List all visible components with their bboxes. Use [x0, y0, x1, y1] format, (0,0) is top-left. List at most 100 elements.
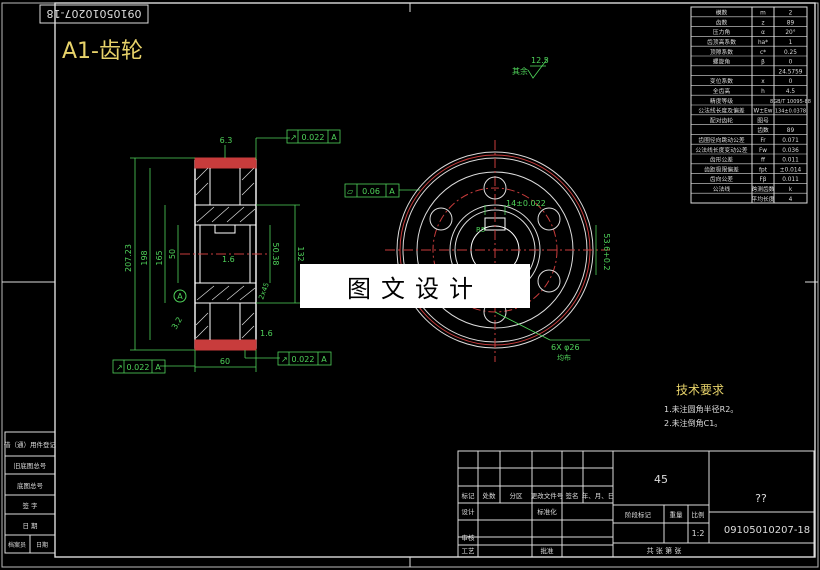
approve-label: 批准 — [541, 546, 555, 555]
param-cell: 全齿高 — [713, 87, 731, 95]
rev-header-1: 处数 — [483, 491, 497, 500]
param-cell: 齿向公差 — [710, 175, 733, 183]
keyway-depth: 53.6+0.2 — [602, 233, 611, 270]
tol-top-ref: A — [331, 133, 337, 142]
param-cell: 0.011 — [782, 158, 799, 164]
param-cell: 0 — [789, 79, 793, 85]
tolerance-frame-top — [286, 129, 341, 144]
param-cell: 螺旋角 — [713, 58, 731, 66]
param-cell: ff — [761, 158, 766, 164]
tech-req-item-1: 1.未注圆角半径R2。 — [664, 404, 738, 414]
param-cell: Fw — [759, 148, 767, 154]
param-cell: k — [789, 187, 793, 193]
param-cell: ±0.014 — [780, 167, 802, 173]
tol-parallel-value: 0.06 — [362, 187, 380, 196]
side-row-0: 借（通）用件登记 — [4, 440, 57, 449]
material: 45 — [654, 473, 668, 486]
tech-req-item-2: 2.未注倒角C1。 — [664, 418, 722, 428]
scale: 1:2 — [692, 529, 705, 538]
param-cell: 134±0.0378 — [775, 109, 806, 115]
datum-label: A — [177, 292, 183, 301]
dim-d5: 50.38 — [271, 243, 280, 266]
tol-bl-value: 0.022 — [127, 363, 150, 372]
holes-spec: 6X φ26 — [551, 343, 580, 352]
param-cell: W±Ew — [754, 109, 773, 115]
param-cell: 89 — [787, 20, 795, 26]
rev-header-3: 更改文件号 — [531, 491, 564, 500]
runout-symbol: ↗ — [281, 355, 288, 364]
roughness-bore: 1.6 — [222, 255, 235, 264]
tol-top-value: 0.022 — [302, 133, 325, 142]
param-cell: x — [761, 79, 765, 85]
roughness-other-label: 其余 — [512, 66, 528, 76]
roughness-face: 6.3 — [220, 136, 233, 145]
tol-br-ref: A — [321, 355, 327, 364]
param-cell: 跨测齿数 — [751, 185, 774, 193]
side-row-1: 旧底图总号 — [14, 461, 47, 470]
side-bottom-left: 档案员 — [8, 541, 26, 549]
param-cell: 89 — [787, 128, 795, 134]
standardization-label: 标准化 — [537, 507, 557, 516]
part-name: ?? — [755, 492, 767, 505]
title-block — [457, 450, 815, 558]
section-dimensions — [130, 137, 300, 372]
dim-d4: 50 — [168, 249, 177, 259]
datum-circle — [173, 289, 187, 303]
param-cell: 图号 — [757, 116, 769, 124]
param-cell: Fr — [760, 138, 766, 144]
rev-header-0: 标记 — [462, 491, 476, 500]
person-check: 审核 — [462, 533, 476, 542]
param-cell: m — [760, 11, 766, 17]
dim-r: R5 — [476, 226, 485, 234]
side-row-3: 签 字 — [22, 501, 38, 510]
param-cell: 顶隙系数 — [710, 48, 733, 56]
param-cell: 齿形公差 — [710, 156, 733, 164]
runout-symbol: ↗ — [116, 363, 123, 372]
person-design: 设计 — [462, 507, 476, 516]
param-cell: 配对齿轮 — [710, 116, 733, 124]
top-number-box — [39, 4, 149, 24]
param-cell: 20° — [785, 30, 795, 36]
stage-header-2: 比例 — [692, 510, 705, 519]
param-cell: α — [761, 30, 765, 36]
param-cell: 变位系数 — [710, 77, 733, 85]
stage-header-1: 重量 — [670, 511, 684, 519]
dim-width: 60 — [220, 357, 230, 366]
tol-bl-ref: A — [155, 363, 161, 372]
stage-header-0: 阶段标记 — [625, 510, 652, 519]
roughness-other-symbol — [527, 57, 549, 79]
param-cell: 压力角 — [713, 28, 731, 36]
param-cell: 4.5 — [786, 89, 796, 95]
param-cell: Fβ — [759, 177, 766, 183]
param-cell: 齿圈径向跳动公差 — [698, 136, 745, 144]
gear-front-view — [385, 140, 610, 362]
param-cell: 0 — [789, 60, 793, 66]
side-block — [4, 431, 56, 554]
param-extra-value: 24.5759 — [779, 69, 803, 75]
main-title: A1-齿轮 — [62, 39, 143, 64]
param-cell: z — [761, 20, 764, 26]
tolerance-frame-bottom-left — [112, 359, 166, 374]
param-cell: 公法线长度变动公差 — [695, 146, 747, 154]
dim-d3: 165 — [155, 250, 164, 265]
person-process: 工艺 — [462, 547, 476, 555]
rev-header-2: 分区 — [510, 491, 524, 500]
parallel-symbol: ⏥ — [347, 187, 354, 196]
runout-symbol: ↗ — [290, 133, 297, 142]
param-cell: 公法线 — [713, 185, 731, 193]
param-cell: 齿数 — [716, 18, 728, 26]
param-cell: 4 — [789, 197, 793, 203]
frame-border — [54, 2, 816, 558]
holes-note: 均布 — [557, 353, 571, 362]
param-cell: 模数 — [716, 9, 728, 17]
param-cell: 公法线长度及偏差 — [698, 107, 745, 115]
top-drawing-number: 09105010207-18 — [47, 7, 142, 20]
param-cell: 0.25 — [784, 50, 797, 56]
param-cell: h — [761, 89, 765, 95]
param-cell: 0.036 — [782, 148, 799, 154]
dim-d2: 198 — [140, 250, 149, 265]
param-cell: 1 — [789, 40, 793, 46]
dim-d1: 207.23 — [124, 244, 133, 272]
tol-parallel-ref: A — [389, 187, 395, 196]
